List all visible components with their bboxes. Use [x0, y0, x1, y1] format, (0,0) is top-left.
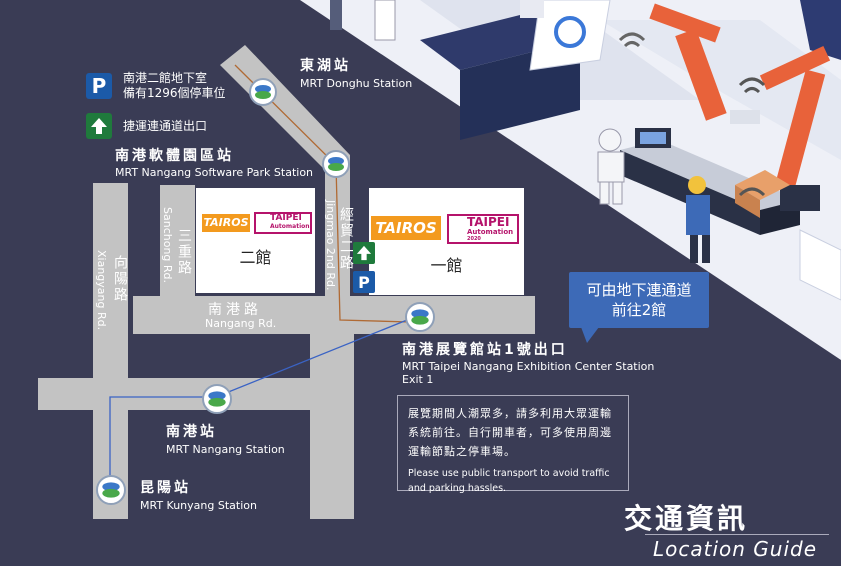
- station-zh: 南港站: [166, 424, 217, 440]
- road-label-xiangyang-en: Xiangyang Rd.: [95, 250, 108, 331]
- station-zh: 東湖站: [300, 58, 351, 74]
- transport-notice-box: 展覽期間人潮眾多，請多利用大眾運輸系統前往。自行開車者，可多使用周邊運輸節點之停…: [397, 395, 629, 494]
- station-label-exhibition: 南港展覽館站1號出口 MRT Taipei Nangang Exhibition…: [402, 342, 654, 386]
- legend-parking: P 南港二館地下室 備有1296個停車位: [86, 71, 226, 101]
- exit-sign: [353, 242, 375, 264]
- callout-line1: 可由地下連通道: [586, 281, 692, 299]
- parking-sign: P: [353, 271, 375, 293]
- mrt-marker-software-park: [322, 150, 350, 178]
- taipei-automation-logo: TAIPEI Automation 2020: [447, 214, 519, 244]
- parking-icon: P: [86, 73, 112, 99]
- station-en: MRT Nangang Software Park Station: [115, 166, 314, 179]
- legend-parking-line1: 南港二館地下室: [123, 71, 208, 85]
- station-en: MRT Kunyang Station: [140, 499, 257, 512]
- notice-en: Please use public transport to avoid tra…: [408, 468, 610, 494]
- road-network: [38, 45, 535, 519]
- callout-pointer: [581, 327, 599, 343]
- logo-year-text: 2020: [467, 236, 481, 242]
- station-en: MRT Donghu Station: [300, 77, 413, 90]
- logo-taipei-text: TAIPEI: [270, 213, 302, 223]
- page-title-en: Location Guide: [653, 537, 818, 561]
- mrt-marker-nangang: [202, 384, 232, 414]
- legend-exit: 捷運連通道出口: [86, 113, 207, 139]
- mrt-marker-exhibition: [405, 302, 435, 332]
- hall-1-name: 一館: [430, 256, 463, 275]
- road-nangang: [133, 296, 535, 334]
- road-label-nangang-en: Nangang Rd.: [205, 317, 277, 330]
- station-label-donghu: 東湖站 MRT Donghu Station: [300, 58, 412, 90]
- logo-taipei-text: TAIPEI: [467, 215, 510, 229]
- legend-parking-text: 南港二館地下室 備有1296個停車位: [123, 71, 226, 101]
- road-label-sanchong-en: Sanchong Rd.: [161, 207, 174, 284]
- legend-parking-line2: 備有1296個停車位: [123, 86, 226, 100]
- station-en: MRT Nangang Station: [166, 443, 285, 456]
- mrt-icon: [411, 309, 429, 325]
- logo-automation-text: Automation: [467, 228, 514, 236]
- taipei-automation-logo: TAIPEI Automation: [254, 212, 312, 234]
- station-label-kunyang: 昆陽站 MRT Kunyang Station: [140, 480, 257, 512]
- road-label-jingmao-en: Jingmao 2nd Rd.: [324, 200, 337, 291]
- route-line-brown: [234, 64, 411, 323]
- callout-line2: 前往2館: [611, 301, 667, 319]
- hall-2-building: TAIROS TAIPEI Automation 二館: [196, 188, 315, 293]
- title-divider: [645, 534, 829, 535]
- mrt-icon: [328, 157, 344, 171]
- station-en-line1: MRT Taipei Nangang Exhibition Center Sta…: [402, 360, 655, 373]
- mrt-icon: [102, 482, 120, 498]
- mrt-marker-donghu: [249, 78, 277, 106]
- station-label-nangang: 南港站 MRT Nangang Station: [166, 424, 285, 456]
- page-title-zh: 交通資訊: [624, 502, 749, 535]
- road-label-xiangyang-zh: 向陽路: [112, 255, 128, 303]
- legend-exit-label: 捷運連通道出口: [123, 118, 208, 133]
- station-label-software-park: 南港軟體園區站 MRT Nangang Software Park Statio…: [115, 148, 313, 179]
- logo-automation-text: Automation: [270, 223, 310, 230]
- factory-illustration: [330, 0, 841, 301]
- road-label-jingmao-zh: 經貿二路: [338, 207, 354, 271]
- notice-zh: 展覽期間人潮眾多，請多利用大眾運輸系統前往。自行開車者，可多使用周邊運輸節點之停…: [408, 407, 612, 458]
- hall-2-name: 二館: [239, 248, 272, 267]
- road-sanchong: [160, 185, 195, 305]
- mrt-icon: [208, 391, 226, 407]
- station-zh: 昆陽站: [140, 480, 191, 496]
- tairos-logo: TAIROS: [371, 216, 441, 240]
- road-label-nangang-zh: 南港路: [208, 302, 262, 318]
- tairos-logo: TAIROS: [202, 214, 250, 232]
- mrt-icon: [255, 85, 271, 99]
- station-zh: 南港軟體園區站: [115, 148, 234, 164]
- route-line-blue: [109, 317, 413, 488]
- station-en-line2: Exit 1: [402, 373, 434, 386]
- hall-1-building: TAIROS TAIPEI Automation 2020 一館: [369, 188, 524, 295]
- road-nangang-lower: [38, 334, 354, 519]
- station-zh: 南港展覽館站1號出口: [402, 342, 568, 358]
- mrt-marker-kunyang: [96, 475, 126, 505]
- arrow-up-icon: [356, 245, 372, 261]
- road-label-sanchong-zh: 三重路: [176, 228, 192, 276]
- arrow-up-icon: [86, 113, 112, 139]
- underground-passage-callout: 可由地下連通道 前往2館: [569, 272, 709, 328]
